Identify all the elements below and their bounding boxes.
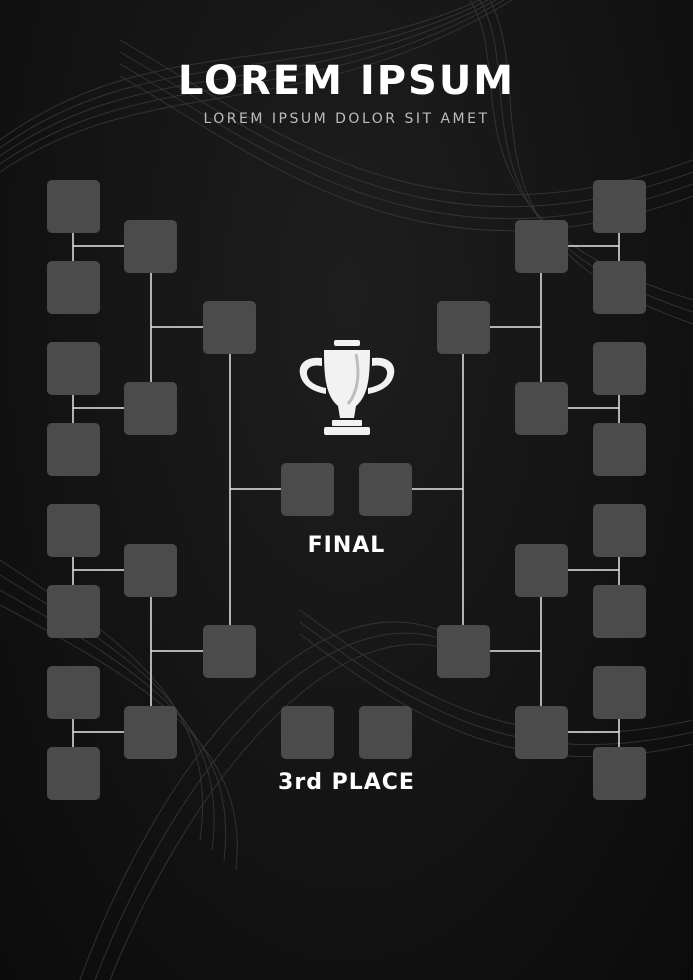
right-r2-slot-1[interactable] bbox=[515, 220, 568, 273]
right-semi-slot-1[interactable] bbox=[437, 301, 490, 354]
page-title: LOREM IPSUM bbox=[177, 58, 516, 104]
left-r1-slot-6[interactable] bbox=[47, 585, 100, 638]
left-r1-slot-2[interactable] bbox=[47, 261, 100, 314]
third-place-label: 3rd PLACE bbox=[278, 770, 415, 795]
final-slot-left[interactable] bbox=[281, 463, 334, 516]
left-r2-slot-3[interactable] bbox=[124, 544, 177, 597]
right-semi-slot-2[interactable] bbox=[437, 625, 490, 678]
right-r1-slot-6[interactable] bbox=[593, 585, 646, 638]
third-place-slot-right[interactable] bbox=[359, 706, 412, 759]
left-r2-slot-1[interactable] bbox=[124, 220, 177, 273]
right-r1-slot-1[interactable] bbox=[593, 180, 646, 233]
right-r1-slot-8[interactable] bbox=[593, 747, 646, 800]
left-r2-slot-2[interactable] bbox=[124, 382, 177, 435]
left-r1-slot-5[interactable] bbox=[47, 504, 100, 557]
left-r1-slot-7[interactable] bbox=[47, 666, 100, 719]
right-r2-slot-3[interactable] bbox=[515, 544, 568, 597]
right-r1-slot-2[interactable] bbox=[593, 261, 646, 314]
left-r2-slot-4[interactable] bbox=[124, 706, 177, 759]
third-place-slot-left[interactable] bbox=[281, 706, 334, 759]
final-label: FINAL bbox=[307, 533, 386, 558]
left-semi-slot-2[interactable] bbox=[203, 625, 256, 678]
left-r1-slot-1[interactable] bbox=[47, 180, 100, 233]
right-r1-slot-4[interactable] bbox=[593, 423, 646, 476]
trophy-icon bbox=[299, 340, 395, 435]
left-semi-slot-1[interactable] bbox=[203, 301, 256, 354]
right-r1-slot-7[interactable] bbox=[593, 666, 646, 719]
page-subtitle: LOREM IPSUM DOLOR SIT AMET bbox=[203, 111, 490, 127]
right-r1-slot-3[interactable] bbox=[593, 342, 646, 395]
left-r1-slot-4[interactable] bbox=[47, 423, 100, 476]
final-slot-right[interactable] bbox=[359, 463, 412, 516]
left-r1-slot-3[interactable] bbox=[47, 342, 100, 395]
left-r1-slot-8[interactable] bbox=[47, 747, 100, 800]
right-r1-slot-5[interactable] bbox=[593, 504, 646, 557]
right-r2-slot-2[interactable] bbox=[515, 382, 568, 435]
right-r2-slot-4[interactable] bbox=[515, 706, 568, 759]
